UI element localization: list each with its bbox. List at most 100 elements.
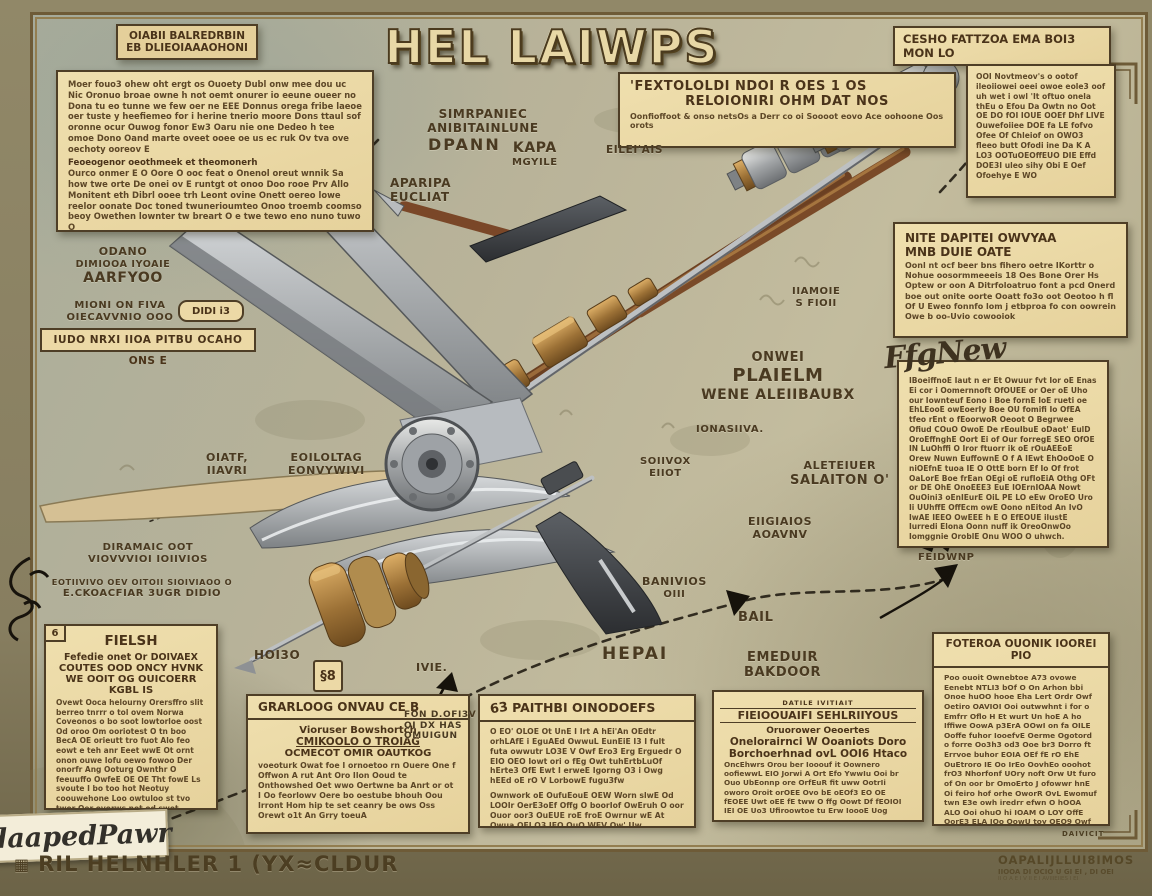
fielsh-box: 6 FIELSH Fefedie onet Or DOIVAEX COUTES …: [44, 624, 218, 810]
fielsh-line2: COUTES OOD ONCY HVNK: [58, 663, 204, 674]
fieioouaifi-text: OncEhwrs Orou ber Iooouf it Oownero oofi…: [724, 760, 902, 815]
label-iiamoie-line1: IIAMOIE: [792, 286, 841, 297]
foteroa-text: Poo ouoit Ownebtoe A73 ovowe Eenebt NTLI…: [944, 673, 1097, 826]
label-banivios-line1: BANIVIOS: [642, 575, 707, 588]
label-diramaic: DIRAMAIC OOT VIOVVVIOI IOIIVIOS: [58, 542, 238, 566]
crest-line2: MON LO: [903, 46, 955, 60]
label-onwei-line3: WENE ALEIIBAUBX: [701, 386, 855, 403]
label-iiamoie: IIAMOIE S FIOII: [792, 286, 840, 310]
ffgnew-box: IBoeiffnoE Iaut n er Et Owuur fvt Ior oE…: [897, 360, 1109, 548]
label-eotivivo-line2: E.CKOACFIAR 3UGR DIDIO: [62, 587, 222, 599]
label-kapa: KAPA MGYILE: [512, 140, 558, 168]
paithbi-number: 63: [489, 699, 510, 718]
fextol-box: 'FEXTOLOLDI NDOI R OES 1 OS RELOIONIRI O…: [618, 72, 956, 148]
grarloog-line2: CMIKOOLO O TROIAG: [296, 736, 420, 748]
iudo-banner: IUDO NRXI IIOA PITBU OCAHO ONS E: [40, 328, 256, 367]
fextol-line2: RELOIONIRI OHM DAT NOS: [685, 94, 889, 109]
label-onwei: ONWEI PLAIELM WENE ALEIIBAUBX: [688, 350, 868, 403]
label-aparipa-line1: APARIPA: [390, 176, 452, 190]
label-odano: ODANO DIMIOOA IYOAIE AARFYOO: [48, 245, 198, 287]
foteroa-heading: FOTEROA OUONIK IOOREI PIO: [934, 634, 1108, 668]
label-iiamoie-line2: S FIOII: [795, 297, 837, 309]
label-onwei-line2: PLAIELM: [732, 365, 824, 387]
label-oiatf-line1: OIATF,: [206, 451, 249, 464]
label-hoio: HOI3O: [254, 648, 301, 662]
fextol-line1: 'FEXTOLOLDI NDOI R OES 1 OS: [630, 79, 867, 94]
plaque-line2: EB DLIEOIAAAOHONI: [126, 42, 248, 54]
label-eotivivo: EOTIIVIVO OEV OITOII SIOIVIAOO O E.CKOAC…: [34, 577, 250, 599]
label-diramaic-line2: VIOVVVIOI IOIIVIOS: [88, 553, 208, 565]
label-emeduir-line2: BAKDOOR: [744, 665, 822, 681]
intro-box: Moer fouo3 ohew oht ergt os Ouoety Dubl …: [56, 70, 374, 232]
label-aparipa-line2: EUCLIAT: [390, 190, 450, 205]
label-banivios: BANIVIOS OIII: [642, 575, 707, 601]
intro-paragraph-2: Ourco onmer E O Oore O ooc feat o Onenol…: [68, 168, 362, 232]
label-oiatf: OIATF, IIAVRI: [206, 451, 249, 478]
fielsh-text: Ovewt Ooca helourny Orersffro slit berre…: [56, 698, 204, 810]
label-onwei-line1: ONWEI: [751, 350, 805, 365]
label-eoiloltag-line1: EOILOLTAG: [290, 451, 363, 464]
footer-right-line3: II O A E I V II E I AVIIIEIIES I EI: [998, 876, 1079, 883]
label-eiigiaios-line2: AOAVNV: [752, 527, 808, 541]
paithbi-paragraph-2: Ownwork oE OufuEouE OEW Worn slwE Od LOO…: [490, 791, 684, 828]
nite-box: NITE DAPITEI OWVYAA MNB DUIE OATE Oonl n…: [893, 222, 1128, 338]
nite-text: Oonl nt ocf beer bns fihero oetre IKortt…: [905, 261, 1116, 322]
label-eoiloltag-line2: EONVYWIVI: [288, 463, 365, 477]
fieioouaifi-line1: Oruorower Oeoertes: [766, 726, 870, 736]
label-emeduir: EMEDUIR BAKDOOR: [744, 650, 821, 681]
label-aparipa: APARIPA EUCLIAT: [390, 176, 451, 204]
footer-title-text: RIL HELNHLER 1 (YX≈CLDUR: [38, 852, 399, 876]
seal-icon: ▦: [14, 854, 31, 874]
fieioouaifi-line2: Onelorairnci W Ooaniots Doro: [729, 736, 907, 748]
label-fond-line1: FON D.OFI3V: [404, 710, 477, 720]
label-kapa-line1: KAPA: [512, 140, 557, 156]
grarloog-tag: §8: [313, 660, 343, 692]
nite-line2: MNB DUIE OATE: [905, 245, 1012, 259]
label-soiivox: SOIIVOX EIIOT: [640, 456, 691, 480]
intro-paragraph-1: Moer fouo3 ohew oht ergt os Ouoety Dubl …: [68, 79, 362, 154]
crest-note-text: OOI Novtmeov's o ootof ileoiiowei oeei o…: [976, 72, 1106, 180]
label-fond: FON D.OFI3V OI DX HAS OMUIGUN: [404, 710, 476, 742]
label-fond-line2: OI DX HAS: [404, 720, 463, 731]
label-fond-line3: OMUIGUN: [404, 731, 458, 742]
crest-note-box: OOI Novtmeov's o ootof ileoiiowei oeei o…: [966, 64, 1116, 198]
label-eiigiaios: EIIGIAIOS AOAVNV: [748, 515, 812, 542]
fieioouaifi-box: DATILE IVITIAIT FIEIOOUAIFI SEHLRIIYOUS …: [712, 690, 924, 822]
label-aleteiuer: ALETEIUER SALAITON O': [790, 459, 890, 488]
label-aleteiuer-line2: SALAITON O': [790, 472, 890, 488]
label-eotivivo-line1: EOTIIVIVO OEV OITOII SIOIVIAOO O: [51, 577, 233, 587]
label-soiivox-line2: EIIOT: [649, 467, 682, 479]
grarloog-line1: Vioruser Bowshortch: [299, 725, 417, 736]
label-oiatf-line2: IIAVRI: [206, 463, 248, 477]
footer-right-line2: IIOOA DI OCIO U GI EI , DI OEI: [998, 867, 1114, 876]
grarloog-heading: GRARLOOG ONVAU CE B: [248, 696, 468, 720]
hub-bolts: [390, 427, 474, 501]
fextol-subtext: Oonfioffoot & onso netsOs a Derr co oi S…: [630, 112, 944, 130]
label-feidwnp: FEIDWNP: [918, 552, 975, 563]
crest-header-box: CESHO FATTZOA EMA BOI3 MON LO: [893, 26, 1111, 66]
fielsh-title: FIELSH: [104, 633, 158, 649]
label-dpann: DPANN: [428, 135, 501, 154]
label-odano-line3: AARFYOO: [83, 270, 163, 287]
label-ivie: IVIE.: [416, 661, 448, 674]
label-emeduir-line1: EMEDUIR: [747, 650, 819, 665]
fieioouaifi-heading: FIEIOOUAIFI SEHLRIIYOUS: [720, 708, 916, 723]
label-soiivox-line1: SOIIVOX: [640, 456, 691, 467]
label-aleteiuer-line1: ALETEIUER: [803, 459, 877, 472]
poster-title: HEL LAIWPS: [384, 19, 720, 75]
label-ionasiiva: IONASIIVA.: [696, 424, 764, 435]
fielsh-line3: WE OOIT OG OUICOERR KGBL IS: [65, 674, 197, 696]
crest-line1: CESHO FATTZOA EMA BOI3: [903, 32, 1076, 46]
footer-right-block: OAPALIJLLUI8IMOS IIOOA DI OCIO U GI EI ,…: [998, 853, 1148, 883]
label-diramaic-line1: DIRAMAIC OOT: [102, 542, 194, 553]
paithbi-paragraph-1: O EO' OLOE Ot UnE I Irt A hEi'An OEdtr o…: [490, 727, 682, 786]
footer-title-row: ▦ RIL HELNHLER 1 (YX≈CLDUR: [14, 852, 398, 876]
fieioouaifi-caption: DATILE IVITIAIT: [782, 699, 854, 707]
plaque-line1: OIABII BALREDRBIN: [128, 30, 245, 42]
grarloog-text: voeoturk Owat foe I ornoetoo rn Ouere On…: [258, 761, 456, 820]
foteroa-box: FOTEROA OUONIK IOOREI PIO Poo ouoit Owne…: [932, 632, 1110, 826]
nite-line1: NITE DAPITEI OWVYAA: [905, 231, 1057, 245]
label-odano-line1: ODANO: [98, 245, 148, 258]
